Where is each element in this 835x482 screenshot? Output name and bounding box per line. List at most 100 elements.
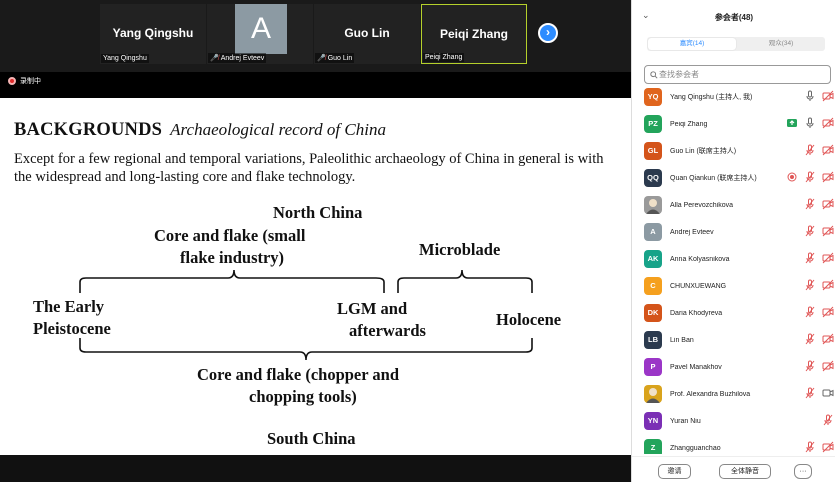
video-off-icon [822,441,834,453]
label-early-pleistocene-1: The Early [33,297,105,316]
participant-name: Yuran Niu [670,417,701,425]
search-input[interactable] [659,67,824,82]
participant-row[interactable]: QQ Quan Qiankun (联席主持人) [644,169,834,187]
bottom-bar [0,455,631,482]
tile-label-text: Guo Lin [327,54,353,62]
tile-label: Peiqi Zhang [423,53,465,62]
mic-off-icon [805,306,815,318]
avatar-photo [644,196,662,214]
tab-viewers[interactable]: 观众(34) [768,40,794,47]
tile-name: Peiqi Zhang [439,27,508,41]
video-tile-peiqi-zhang[interactable]: Peiqi Zhang Peiqi Zhang [421,4,527,64]
participant-status-icons [804,387,834,399]
participant-status-icons [804,360,834,372]
mic-off-icon [805,333,815,345]
mic-off-icon [805,171,815,183]
video-off-icon [822,306,834,318]
record-icon [8,77,16,85]
label-chopper-2: chopping tools) [249,387,357,406]
label-holocene: Holocene [496,310,562,329]
participant-status-icons [786,171,834,183]
participant-status-icons [804,441,834,453]
participant-row[interactable]: Alla Perevozchikova [644,196,834,214]
participant-search [644,65,831,84]
mute-all-button[interactable]: 全体静音 [719,464,771,479]
screen-share-icon [787,119,797,127]
participant-status-icons [804,306,834,318]
tile-label-text: Andrej Evteev [220,54,265,62]
mic-on-icon [806,90,814,101]
mic-off-icon [805,225,815,237]
label-core-flake-small-1: Core and flake (small [154,226,306,245]
participant-tabs: 嘉宾(14) 观众(34) [647,37,825,51]
video-tile-andrej-evteev[interactable]: A 🎤̸ Andrej Evteev [207,4,313,64]
participant-row[interactable]: P Pavel Manakhov [644,358,834,376]
participant-status-icons [804,279,834,291]
participant-name: Pavel Manakhov [670,363,722,371]
meeting-area: Yang Qingshu Yang Qingshu A 🎤̸ Andrej Ev… [0,0,631,482]
chevron-right-icon: › [546,25,550,39]
record-icon [787,172,797,182]
video-off-icon [822,144,834,156]
recording-label: 录制中 [20,78,41,85]
tile-name: Yang Qingshu [112,26,194,40]
participant-status-icons [804,252,834,264]
participant-name: Daria Khodyreva [670,309,723,317]
avatar: A [644,223,662,241]
mic-off-icon [805,441,815,453]
participant-status-icons [804,333,834,345]
invite-button[interactable]: 邀请 [658,464,691,479]
mic-off-icon [805,198,815,210]
bracket-microblade [397,269,533,293]
mic-off-icon [805,279,815,291]
more-button[interactable]: ··· [794,464,812,479]
video-tile-yang-qingshu[interactable]: Yang Qingshu Yang Qingshu [100,4,206,64]
participant-name: Prof. Alexandra Buzhilova [670,390,751,398]
video-off-icon [822,252,834,264]
avatar: C [644,277,662,295]
chevron-down-icon[interactable]: ⌄ [642,10,650,20]
mic-off-icon [805,252,815,264]
next-page-button[interactable]: › [538,23,558,43]
recording-indicator[interactable]: 录制中 [8,76,41,86]
participant-status-icons [804,90,834,102]
slide-body: Except for a few regional and temporal v… [14,151,604,185]
avatar: P [644,358,662,376]
tile-label-text: Peiqi Zhang [425,54,463,61]
label-microblade: Microblade [419,240,501,259]
video-strip: Yang Qingshu Yang Qingshu A 🎤̸ Andrej Ev… [0,0,631,81]
shared-slide: BACKGROUNDS Archaeological record of Chin… [0,98,631,455]
tab-attendees[interactable]: 嘉宾(14) [648,38,736,50]
participant-status-icons [804,144,834,156]
mic-off-icon [805,360,815,372]
mic-off-icon [823,414,833,426]
participant-row[interactable]: Prof. Alexandra Buzhilova [644,385,834,403]
mic-off-icon: 🎤̸ [210,55,219,62]
participant-name: Quan Qiankun (联席主持人) [670,175,757,182]
bracket-south-core-flake [79,338,533,361]
slide-title-italic: Archaeological record of China [170,120,386,139]
avatar: QQ [644,169,662,187]
slide-title-bold: BACKGROUNDS [14,120,163,140]
participant-status-icons [822,414,834,426]
timeline-brackets [79,269,533,361]
recording-bar [0,72,631,98]
tile-label: Yang Qingshu [101,54,149,63]
video-tile-guo-lin[interactable]: Guo Lin 🎤̸ Guo Lin [314,4,420,64]
participant-name: Peiqi Zhang [670,120,708,128]
avatar: LB [644,331,662,349]
video-off-icon [822,171,834,183]
